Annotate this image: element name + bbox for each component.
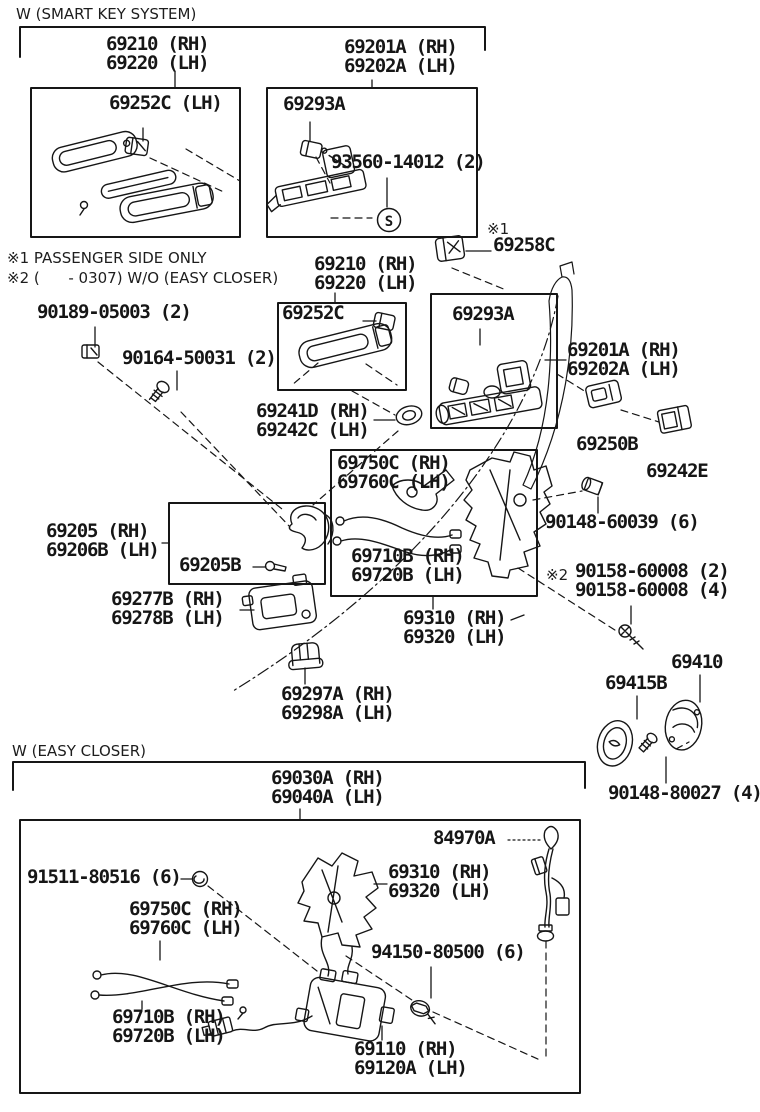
easy-closer-section-header: W (EASY CLOSER) bbox=[12, 742, 147, 760]
pad-clip-sks bbox=[299, 139, 328, 159]
part-label-69250b: 69250B bbox=[576, 433, 639, 455]
part-label-69110: 69110 (RH)69120A (LH) bbox=[354, 1038, 468, 1079]
part-label-69310-ec: 69310 (RH)69320 (LH) bbox=[388, 861, 492, 902]
part-label-91511: 91511-80516 (6) bbox=[27, 866, 182, 888]
part-label-69277b: 69277B (RH)69278B (LH) bbox=[111, 588, 225, 629]
bolt-90148-60039-part bbox=[581, 476, 604, 496]
part-label-69201a-mid: 69201A (RH)69202A (LH) bbox=[567, 339, 681, 380]
part-label-69210-69220-top: 69210 (RH)69220 (LH) bbox=[106, 33, 210, 74]
part-label-93560: 93560-14012 (2) bbox=[331, 151, 486, 173]
part-label-69205: 69205 (RH)69206B (LH) bbox=[46, 520, 160, 561]
cushion-69258c-part bbox=[434, 235, 466, 262]
part-label-90164: 90164-50031 (2) bbox=[122, 347, 277, 369]
pad-69242e-part bbox=[656, 404, 693, 434]
box-frame-mid bbox=[430, 293, 558, 429]
door-edge-outline bbox=[522, 261, 575, 490]
s-marker-text: S bbox=[385, 214, 393, 230]
box-lock-cables bbox=[330, 449, 538, 597]
screw-90158-part bbox=[618, 624, 644, 650]
cable-69710b-ec-part bbox=[90, 970, 247, 1020]
pad-clip-mid bbox=[448, 377, 470, 395]
clip-90189-part bbox=[81, 344, 100, 359]
part-label-69293a-top: 69293A bbox=[283, 93, 346, 115]
leader-lines-solid bbox=[94, 71, 701, 1041]
handle-cover-clip-sks bbox=[124, 136, 150, 157]
screw-90148-80027-part bbox=[638, 732, 658, 753]
screw-69205b-part bbox=[264, 560, 287, 572]
part-label-69258c: 69258C bbox=[493, 234, 556, 256]
lock-assembly-mid-part bbox=[463, 451, 553, 579]
box-smartkey-frame bbox=[266, 87, 478, 238]
motor-69110-part bbox=[201, 968, 395, 1042]
grommet-91511-part bbox=[191, 870, 209, 888]
part-label-69205b: 69205B bbox=[179, 554, 242, 576]
s-marker-circle bbox=[376, 207, 402, 233]
part-label-90148-60039: 90148-60039 (6) bbox=[545, 511, 700, 533]
handle-gasket bbox=[100, 169, 177, 199]
inside-handle-part bbox=[288, 505, 334, 551]
part-label-69710b-mid: 69710B (RH)69720B (LH) bbox=[351, 545, 465, 586]
part-label-69750c-mid: 69750C (RH)69760C (LH) bbox=[337, 452, 451, 493]
part-label-69252c-mid: 69252C bbox=[282, 302, 345, 324]
pad-69250b-part bbox=[585, 379, 623, 409]
ref-mark-1: ※1 bbox=[487, 220, 510, 238]
part-label-69252c-lh: 69252C (LH) bbox=[109, 92, 223, 114]
ref-mark-2: ※2 bbox=[546, 566, 569, 584]
note-passenger-side: ※1 PASSENGER SIDE ONLY bbox=[7, 249, 207, 267]
screw-90164-part bbox=[148, 380, 170, 403]
easy-closer-bracket bbox=[12, 761, 586, 791]
part-label-90189: 90189-05003 (2) bbox=[37, 301, 192, 323]
handle-pin bbox=[79, 200, 89, 216]
part-label-69750c-ec: 69750C (RH)69760C (LH) bbox=[129, 898, 243, 939]
door-body-arc bbox=[232, 295, 559, 692]
part-label-69410: 69410 bbox=[671, 651, 723, 673]
part-label-69310-mid: 69310 (RH)69320 (LH) bbox=[403, 607, 507, 648]
cable-69750c-mid-part bbox=[332, 516, 462, 557]
lock-assembly-ec-part bbox=[297, 852, 379, 977]
part-label-90158: 90158-60008 (2)90158-60008 (4) bbox=[575, 560, 730, 601]
part-label-69242e: 69242E bbox=[646, 460, 709, 482]
bellcrank-part bbox=[391, 469, 455, 511]
part-label-69030a: 69030A (RH)69040A (LH) bbox=[271, 767, 385, 808]
part-label-84970a: 84970A bbox=[433, 827, 496, 849]
screw-94150-part bbox=[410, 999, 436, 1025]
note-easy-closer: ※2 ( - 0307) W/O (EASY CLOSER) bbox=[7, 269, 279, 287]
clip-69297a-part bbox=[288, 642, 324, 671]
exterior-handle-b bbox=[119, 182, 214, 224]
box-easy-closer bbox=[19, 819, 581, 1094]
part-label-90148-80027: 90148-80027 (4) bbox=[608, 782, 760, 804]
part-label-69201a-top: 69201A (RH)69202A (LH) bbox=[344, 36, 458, 77]
part-label-69241d: 69241D (RH)69242C (LH) bbox=[256, 400, 370, 441]
cover-69415b-part bbox=[596, 720, 634, 767]
part-label-69293a-mid: 69293A bbox=[452, 303, 515, 325]
smart-key-section-header: W (SMART KEY SYSTEM) bbox=[16, 5, 197, 23]
exterior-handle-mid bbox=[298, 322, 393, 369]
box-inside-handle bbox=[168, 502, 326, 585]
knob-69410-part bbox=[664, 699, 703, 751]
exterior-handle-a bbox=[51, 130, 138, 173]
part-label-69710b-ec: 69710B (RH)69720B (LH) bbox=[112, 1006, 226, 1047]
part-label-69210-69220-mid: 69210 (RH)69220 (LH) bbox=[314, 253, 418, 294]
handle-frame-mid bbox=[435, 359, 543, 426]
part-label-69415b: 69415B bbox=[605, 672, 668, 694]
cover-clip-mid bbox=[372, 311, 396, 331]
bezel-69241d-part bbox=[395, 405, 423, 426]
box-handle-mid bbox=[277, 302, 407, 391]
handle-frame-sks bbox=[266, 145, 367, 213]
box-smartkey-handle bbox=[30, 87, 241, 238]
part-label-94150: 94150-80500 (6) bbox=[371, 941, 526, 963]
smart-key-bracket bbox=[19, 26, 486, 58]
reinf-69277b-part bbox=[241, 573, 318, 631]
leader-lines-dashed bbox=[97, 148, 690, 1061]
part-label-69297a: 69297A (RH)69298A (LH) bbox=[281, 683, 395, 724]
pad-grommet-mid bbox=[483, 385, 501, 399]
wire-84970a-part bbox=[530, 825, 570, 942]
